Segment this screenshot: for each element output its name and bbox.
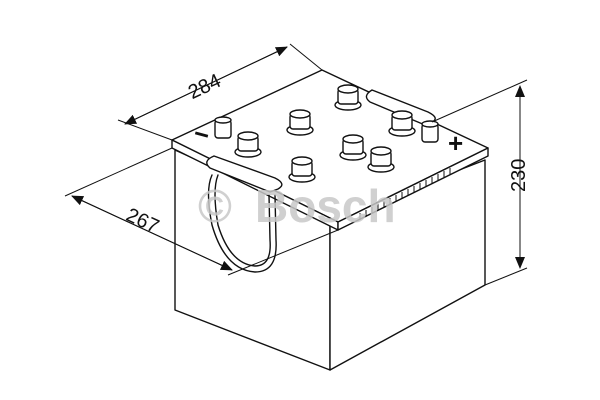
cell-caps [234, 84, 416, 183]
lid-hatching [359, 168, 451, 220]
terminal-positive [421, 120, 439, 143]
width-label: 267 [123, 204, 163, 238]
cell-cap-icon [286, 109, 314, 136]
negative-marker: − [190, 118, 212, 151]
length-label: 284 [185, 70, 225, 104]
cell-cap-icon [288, 156, 316, 183]
cell-cap-icon [334, 84, 362, 111]
brand-watermark: Bosch [255, 180, 396, 232]
copyright-watermark: © [198, 180, 232, 232]
height-label: 230 [508, 159, 530, 192]
cell-cap-icon [234, 131, 262, 158]
dimension-height: 230 [431, 79, 530, 286]
cell-cap-icon [367, 146, 395, 173]
cell-cap-icon [339, 134, 367, 161]
positive-marker: + [448, 128, 463, 158]
dimension-length: 284 [117, 43, 323, 141]
handle-front [206, 155, 283, 273]
terminal-negative [214, 116, 232, 139]
cell-cap-icon [388, 110, 416, 137]
